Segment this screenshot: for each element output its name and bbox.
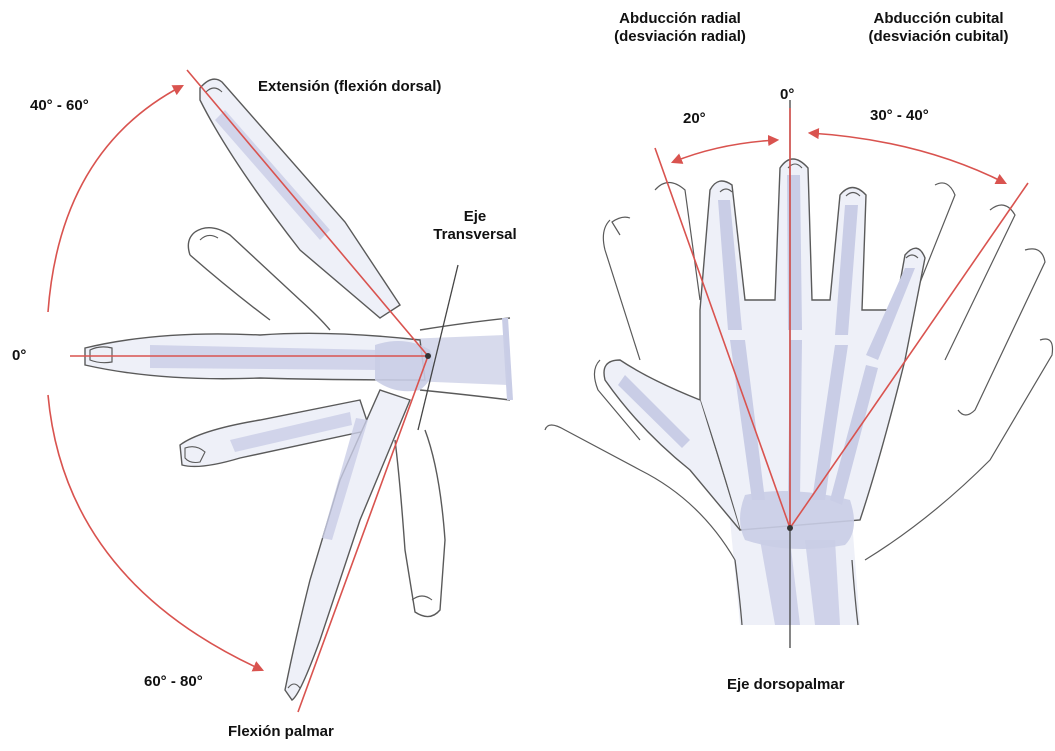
extension-reference-line bbox=[187, 70, 428, 356]
extension-range-arc bbox=[48, 86, 182, 312]
neutral-zero-label-right: 0° bbox=[780, 86, 794, 104]
extension-title: Extensión (flexión dorsal) bbox=[258, 78, 441, 96]
radial-abduction-line1: Abducción radial bbox=[585, 10, 775, 28]
extended-hand bbox=[200, 79, 400, 318]
ulnar-abduction-line2: (desviación cubital) bbox=[836, 28, 1041, 46]
radial-range-arc bbox=[673, 140, 777, 162]
transverse-axis-line2: Transversal bbox=[420, 226, 530, 244]
lateral-hand-group bbox=[48, 70, 510, 712]
wrist-pivot-point bbox=[425, 353, 431, 359]
radial-abduction-line2: (desviación radial) bbox=[585, 28, 775, 46]
ulnar-abduction-label: Abducción cubital (desviación cubital) bbox=[836, 10, 1041, 46]
radial-abduction-label: Abducción radial (desviación radial) bbox=[585, 10, 775, 46]
dorsal-pivot-point bbox=[787, 525, 793, 531]
neutral-zero-label-left: 0° bbox=[12, 347, 26, 365]
transverse-axis-line1: Eje bbox=[420, 208, 530, 226]
ulnar-angle-label: 30° - 40° bbox=[870, 107, 929, 125]
lower-fingers bbox=[180, 400, 370, 466]
flexion-angle-label: 60° - 80° bbox=[144, 673, 203, 691]
radial-angle-label: 20° bbox=[683, 110, 706, 128]
main-dorsal-hand bbox=[604, 159, 925, 549]
ulnar-range-arc bbox=[810, 133, 1005, 183]
ulnar-abduction-line1: Abducción cubital bbox=[836, 10, 1041, 28]
dorsopalmar-axis-label: Eje dorsopalmar bbox=[727, 676, 845, 694]
transverse-axis-label: Eje Transversal bbox=[420, 208, 530, 244]
extension-angle-label: 40° - 60° bbox=[30, 97, 89, 115]
dorsal-hand-group bbox=[545, 100, 1053, 648]
flexion-title: Flexión palmar bbox=[228, 723, 334, 741]
